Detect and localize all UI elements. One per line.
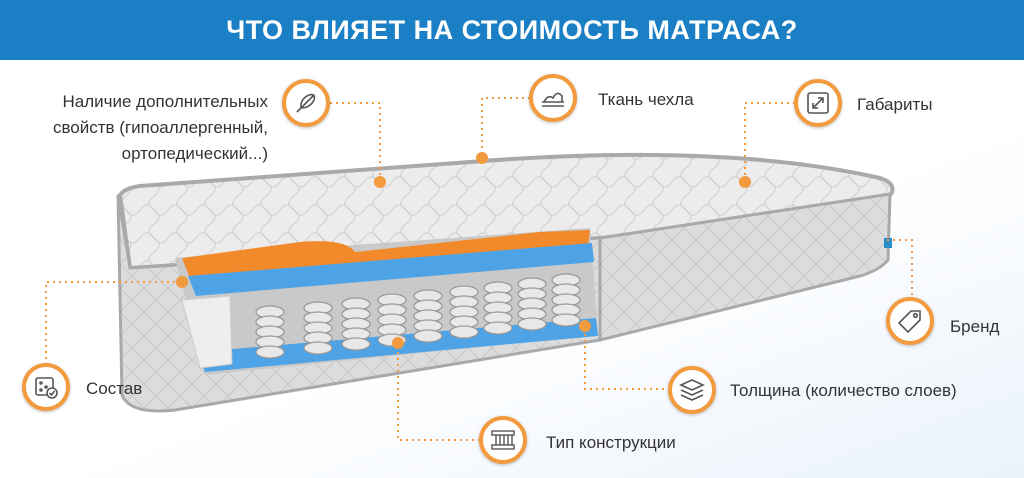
page-title: ЧТО ВЛИЯЕТ НА СТОИМОСТЬ МАТРАСА?: [226, 14, 798, 45]
mattress-side: [598, 192, 892, 342]
blue-foam-top: [188, 243, 594, 296]
label-extras-line2: свойств (гипоаллергенный,: [52, 118, 268, 137]
foam-block: [181, 295, 233, 369]
label-extras-line1: Наличие дополнительных: [62, 92, 268, 111]
header-banner: ЧТО ВЛИЯЕТ НА СТОИМОСТЬ МАТРАСА?: [0, 0, 1024, 60]
feather-icon: [282, 79, 330, 127]
brand-tag: [884, 238, 892, 248]
springs: [255, 273, 581, 359]
spring-block-icon: [479, 416, 527, 464]
resize-icon: [794, 79, 842, 127]
layers-icon: [668, 366, 716, 414]
label-fabric: Ткань чехла: [598, 90, 694, 109]
label-composition: Состав: [86, 379, 143, 398]
mattress-top: [117, 152, 895, 271]
label-thickness: Толщина (количество слоев): [730, 381, 957, 400]
composition-icon: [22, 363, 70, 411]
label-size: Габариты: [857, 95, 933, 114]
leader-lines: [45, 97, 913, 441]
price-tag-icon: [886, 297, 934, 345]
label-brand: Бренд: [950, 317, 1000, 336]
label-extras-line3: ортопедический...): [121, 144, 268, 163]
label-extras: Наличие дополнительных свойств (гипоалле…: [53, 89, 268, 167]
anchor-dots: [176, 152, 751, 349]
orange-foam-layer: [182, 230, 590, 278]
label-construction: Тип конструкции: [546, 433, 676, 452]
fabric-icon: [529, 74, 577, 122]
